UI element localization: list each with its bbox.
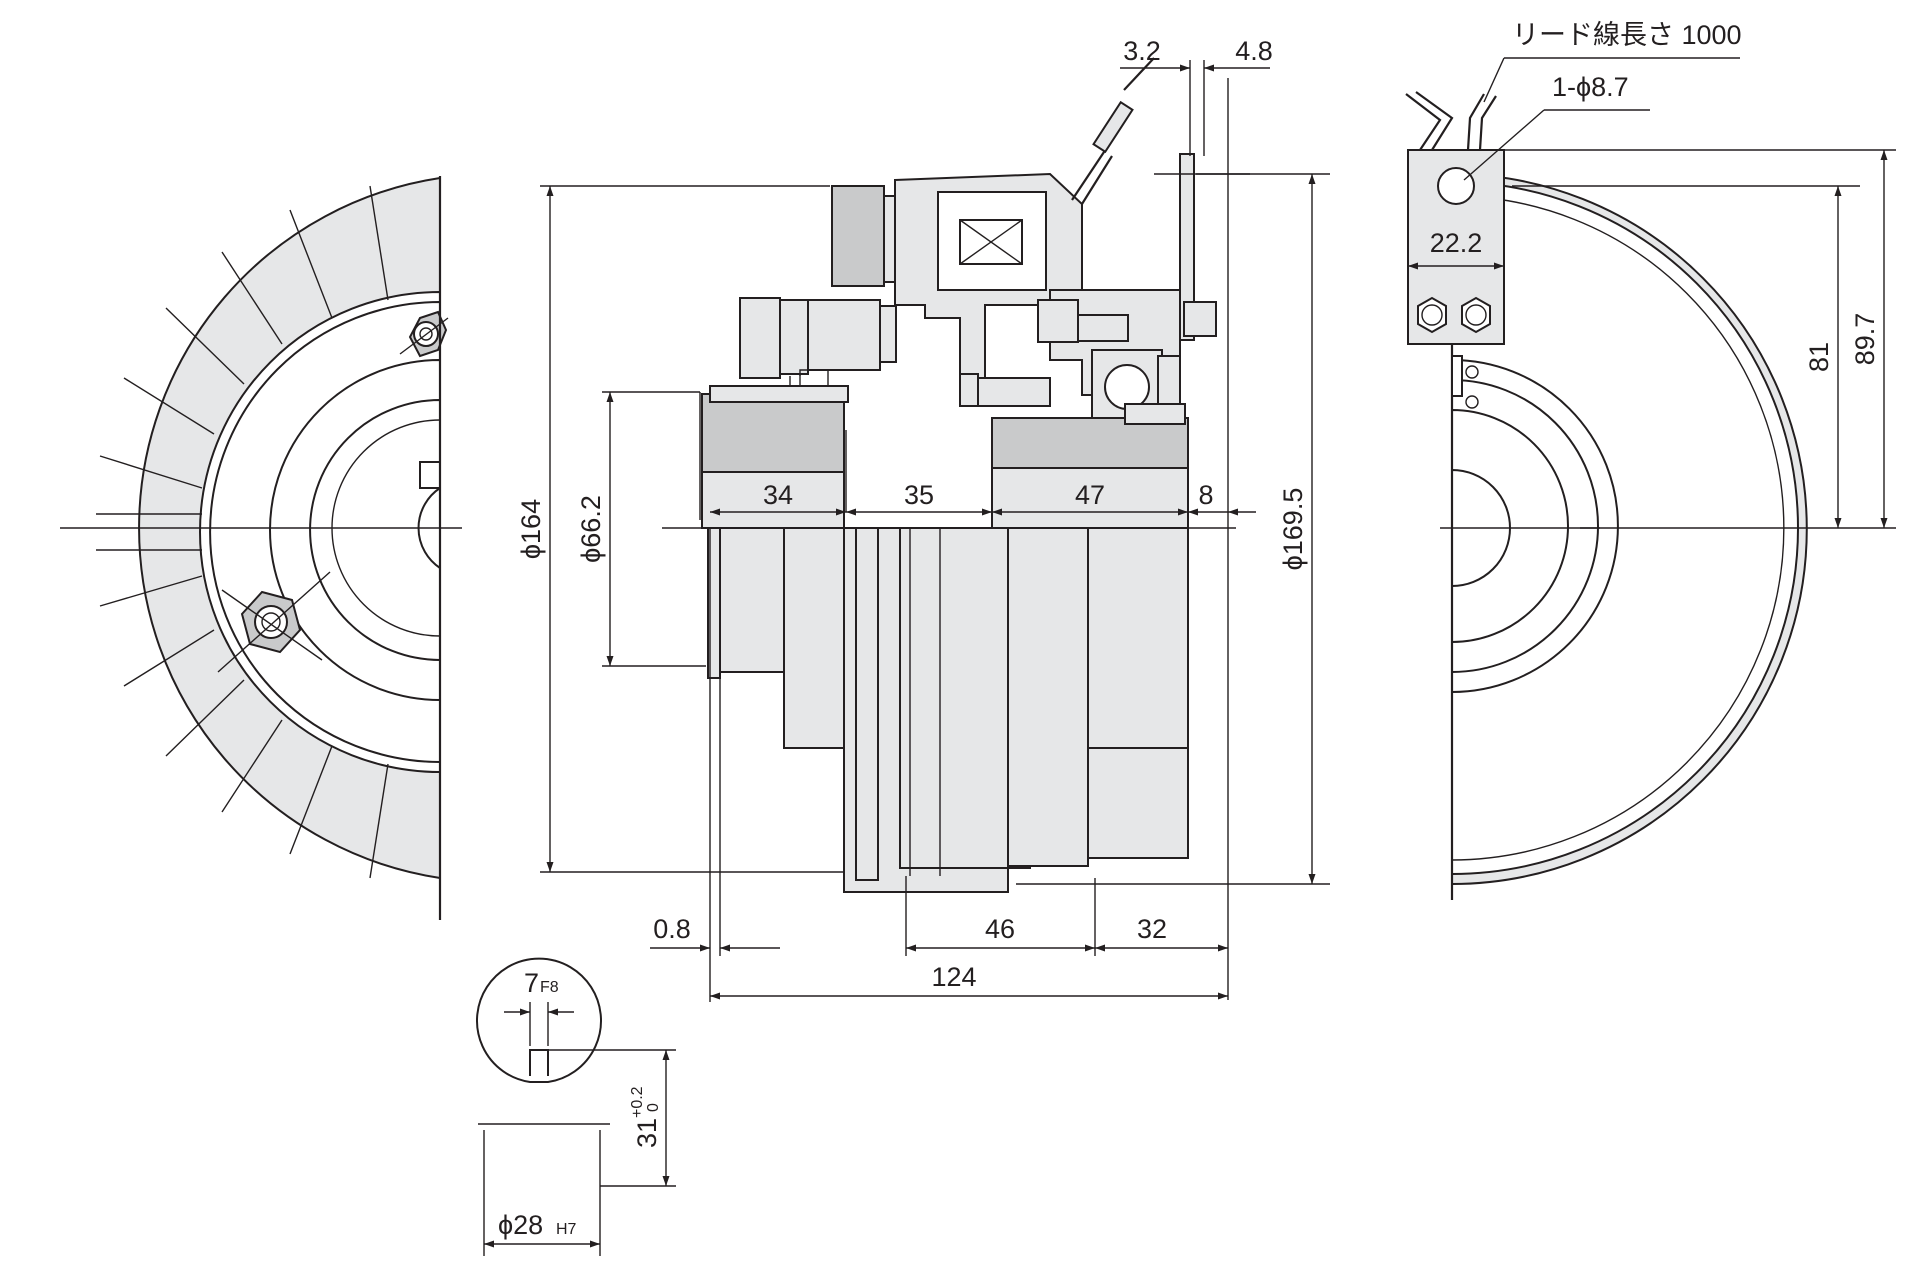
center-side-view [701, 57, 1217, 893]
dim-phi66-2-label: ϕ66.2 [576, 495, 606, 563]
dim-8-label: 8 [1198, 480, 1213, 510]
dim-89-7-label: 89.7 [1850, 313, 1880, 366]
dim-0-8-label: 0.8 [653, 914, 691, 944]
svg-text:0: 0 [645, 1103, 662, 1112]
dim-32-label: 32 [1137, 914, 1167, 944]
dim-35-label: 35 [904, 480, 934, 510]
dim-phi169-5-label: ϕ169.5 [1278, 488, 1308, 571]
hole-label: 1-ϕ8.7 [1552, 72, 1629, 102]
left-end-view [60, 176, 462, 920]
keyway-detail [476, 957, 676, 1256]
dim-22-2-label: 22.2 [1430, 228, 1483, 258]
hex-bolt-icon [408, 310, 448, 358]
bore-depth-label: 31 +0.2 0 [629, 1086, 662, 1148]
svg-text:F8: F8 [540, 979, 559, 996]
hex-bolt-icon [240, 590, 302, 654]
dim-81-label: 81 [1804, 342, 1834, 372]
svg-text:31: 31 [632, 1118, 662, 1148]
right-end-view [1405, 57, 1896, 900]
dim-phi164-label: ϕ164 [516, 499, 546, 559]
dim-124-label: 124 [931, 962, 976, 992]
dim-46-label: 46 [985, 914, 1015, 944]
fin-lines [96, 185, 389, 879]
svg-text:H7: H7 [556, 1221, 577, 1238]
dim-3-2-label: 3.2 [1123, 36, 1161, 66]
dim-47-label: 47 [1075, 480, 1105, 510]
key-width-label: 7 F8 [524, 968, 559, 998]
bore-diameter-label: ϕ28 H7 [498, 1210, 577, 1240]
svg-text:7: 7 [524, 968, 539, 998]
svg-text:ϕ28: ϕ28 [498, 1210, 543, 1240]
lead-wire-label: リード線長さ 1000 [1512, 20, 1742, 50]
svg-text:+0.2: +0.2 [629, 1086, 646, 1118]
extension-lines [540, 60, 1330, 1002]
dimension-lines [546, 64, 1316, 1000]
dim-34-label: 34 [763, 480, 793, 510]
dim-4-8-label: 4.8 [1235, 36, 1273, 66]
